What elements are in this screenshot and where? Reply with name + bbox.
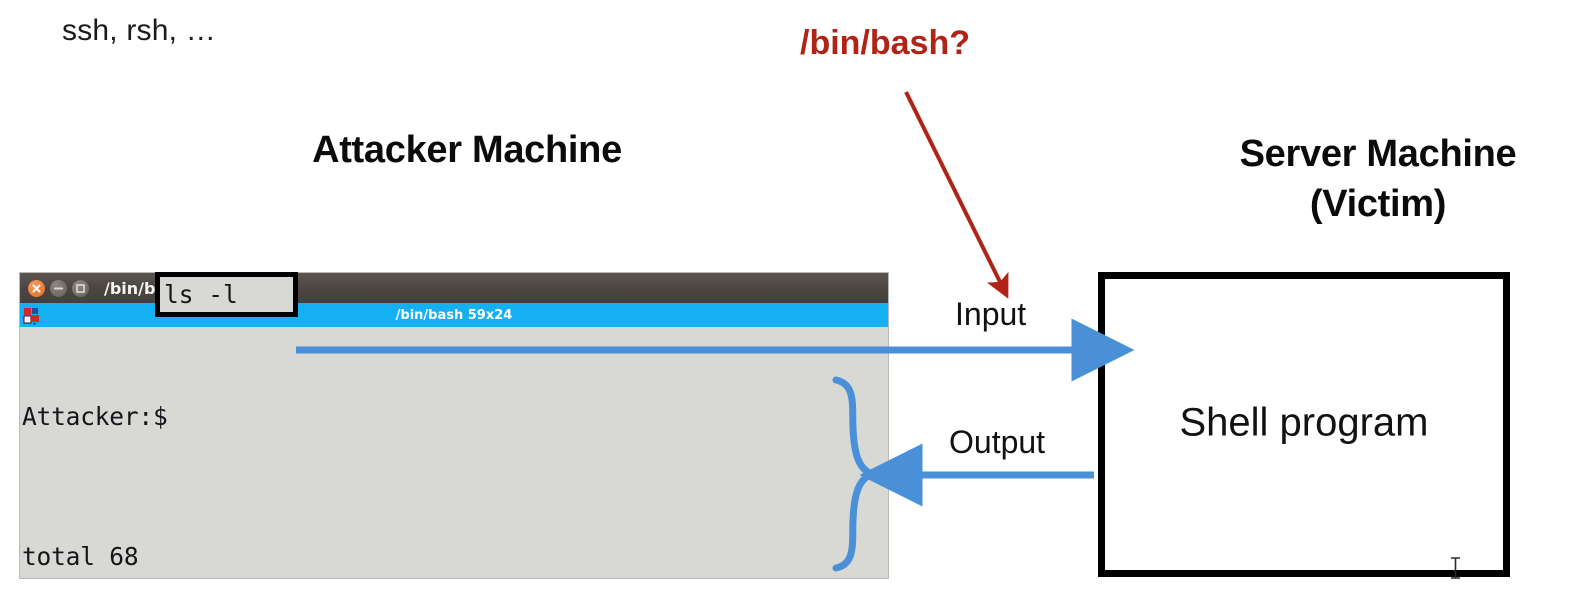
terminal-tabbar[interactable]: /bin/bash 59x24	[20, 303, 888, 327]
terminal-titlebar[interactable]: /bin/bash	[20, 273, 888, 303]
terminal-tab-icon	[22, 305, 42, 325]
terminal-prompt: Attacker:$	[22, 402, 168, 431]
maximize-icon[interactable]	[72, 279, 89, 297]
text-cursor-icon	[1451, 557, 1460, 579]
server-machine-title-line2: (Victim)	[1309, 183, 1447, 226]
terminal-tab-title: /bin/bash 59x24	[395, 307, 513, 323]
terminal-total-line: total 68	[22, 542, 139, 571]
terminal-prompt-line: Attacker:$	[22, 399, 888, 434]
server-machine-title-line1: Server Machine	[1239, 133, 1517, 175]
terminal-output-area[interactable]: Attacker:$ total 68 drwxrwxr-x 4 seed se…	[20, 327, 888, 578]
typed-command-text: ls -l	[164, 280, 238, 309]
callout-red-arrow	[904, 91, 1009, 299]
shell-program-label: Shell program	[1179, 399, 1429, 444]
input-label: Input	[955, 296, 1027, 332]
server-machine-title: Server Machine (Victim)	[1178, 129, 1578, 229]
ssh-rsh-note: ssh, rsh, …	[62, 14, 216, 47]
binbash-question-callout: /bin/bash?	[800, 24, 970, 62]
output-label: Output	[949, 424, 1046, 460]
typed-command-highlight-box	[155, 272, 298, 317]
server-machine-box: Shell program	[1098, 272, 1510, 577]
minimize-icon[interactable]	[50, 279, 67, 297]
attacker-machine-title: Attacker Machine	[312, 129, 622, 171]
terminal-window[interactable]: /bin/bash /bin/bash 59x24 Attacker:$ tot…	[20, 273, 888, 578]
close-icon[interactable]	[28, 279, 45, 297]
